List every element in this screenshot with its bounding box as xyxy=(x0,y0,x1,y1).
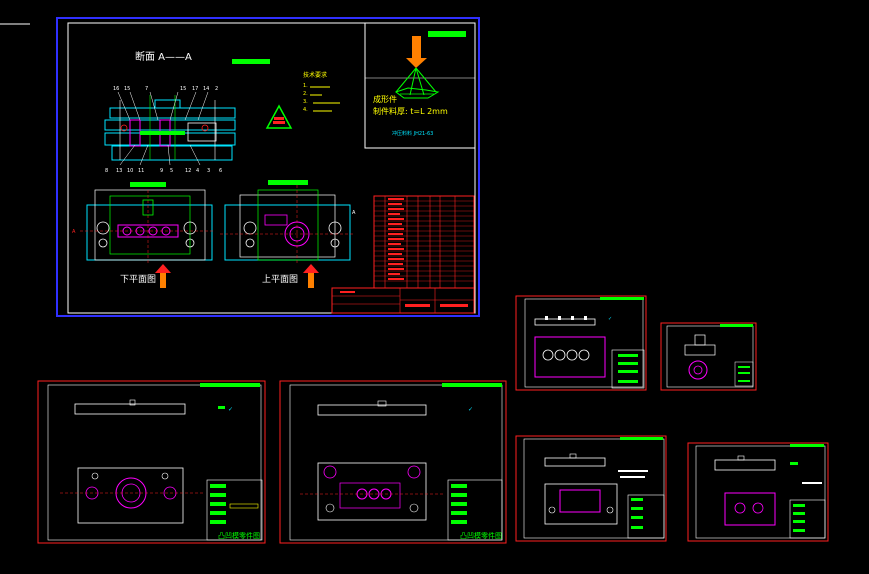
arrow-up-icon-lower xyxy=(155,264,171,288)
svg-text:16: 16 xyxy=(113,86,119,92)
tech-req-2: 2. xyxy=(303,91,308,97)
upper-title-bar xyxy=(268,180,308,185)
section-title-bar xyxy=(232,59,270,64)
tech-req-title: 技术要求 xyxy=(303,71,327,79)
svg-text:15: 15 xyxy=(124,86,130,92)
tech-req-3: 3. xyxy=(303,99,308,105)
detail-sheet-bottom-mid[interactable] xyxy=(515,435,667,542)
svg-text:17: 17 xyxy=(192,86,198,92)
svg-text:9: 9 xyxy=(160,168,163,174)
svg-text:5: 5 xyxy=(170,168,173,174)
svg-text:6: 6 xyxy=(219,168,222,174)
svg-text:13: 13 xyxy=(116,168,122,174)
lower-plan-label: 下平面图 xyxy=(120,274,156,285)
main-assembly-sheet[interactable]: 断面 A——A 技术要求 1. 2. 3. 4. 成形件 制件料厚: t= xyxy=(56,17,480,317)
svg-text:12: 12 xyxy=(185,168,191,174)
svg-text:✓: ✓ xyxy=(228,406,233,413)
svg-text:A: A xyxy=(352,210,356,216)
part-title: 成形件 xyxy=(373,94,397,104)
lower-plan-view: A xyxy=(72,189,215,265)
section-label: 断面 A——A xyxy=(135,50,192,63)
parts-list-table xyxy=(373,195,475,289)
svg-text:8: 8 xyxy=(105,168,108,174)
svg-text:2: 2 xyxy=(215,86,218,92)
svg-text:7: 7 xyxy=(145,86,148,92)
upper-plan-label: 上平面图 xyxy=(262,274,298,285)
main-title-block xyxy=(331,287,475,314)
part-material: 制件料厚: t=L 2mm xyxy=(373,106,448,116)
upper-plan-view: A xyxy=(220,185,356,265)
svg-text:A: A xyxy=(72,229,76,235)
formed-part-view xyxy=(394,36,440,99)
detail-sheet-top-mid[interactable]: ✓ xyxy=(515,295,647,391)
tech-req-1: 1. xyxy=(303,83,308,89)
part-title-bar xyxy=(428,31,466,37)
part-note: 冲压料料 JH21-63 xyxy=(392,130,433,137)
arrow-up-icon-upper xyxy=(303,264,319,288)
main-sheet-outer-frame xyxy=(56,17,480,317)
detail-sheet-bottom-right[interactable] xyxy=(687,442,829,542)
detail-sheet-lower-die[interactable]: ✓ 凸凹模零件图 xyxy=(37,380,266,544)
detail-sheet-upper-die[interactable]: ✓ 凸凹模零件图 xyxy=(279,380,507,544)
svg-text:✓: ✓ xyxy=(608,316,612,322)
callouts-top: 16 15 7 15 17 14 2 xyxy=(113,86,218,92)
sheet-label: 凸凹模零件图 xyxy=(460,531,502,540)
tech-req-4: 4. xyxy=(303,107,308,113)
svg-text:11: 11 xyxy=(138,168,144,174)
svg-text:14: 14 xyxy=(203,86,209,92)
section-assembly-view xyxy=(104,91,236,166)
svg-text:10: 10 xyxy=(127,168,133,174)
svg-text:4: 4 xyxy=(196,168,199,174)
warning-triangle-icon xyxy=(265,104,293,129)
detail-sheet-top-right[interactable] xyxy=(660,322,757,391)
sheet-label: 凸凹模零件图 xyxy=(218,531,260,540)
callouts-bottom: 8 13 10 11 9 5 12 4 3 6 xyxy=(105,168,222,174)
part-view-box xyxy=(364,22,476,149)
svg-text:15: 15 xyxy=(180,86,186,92)
svg-text:✓: ✓ xyxy=(468,406,473,413)
lower-title-bar xyxy=(130,182,166,187)
main-sheet-inner-frame xyxy=(67,22,476,314)
svg-text:3: 3 xyxy=(207,168,210,174)
